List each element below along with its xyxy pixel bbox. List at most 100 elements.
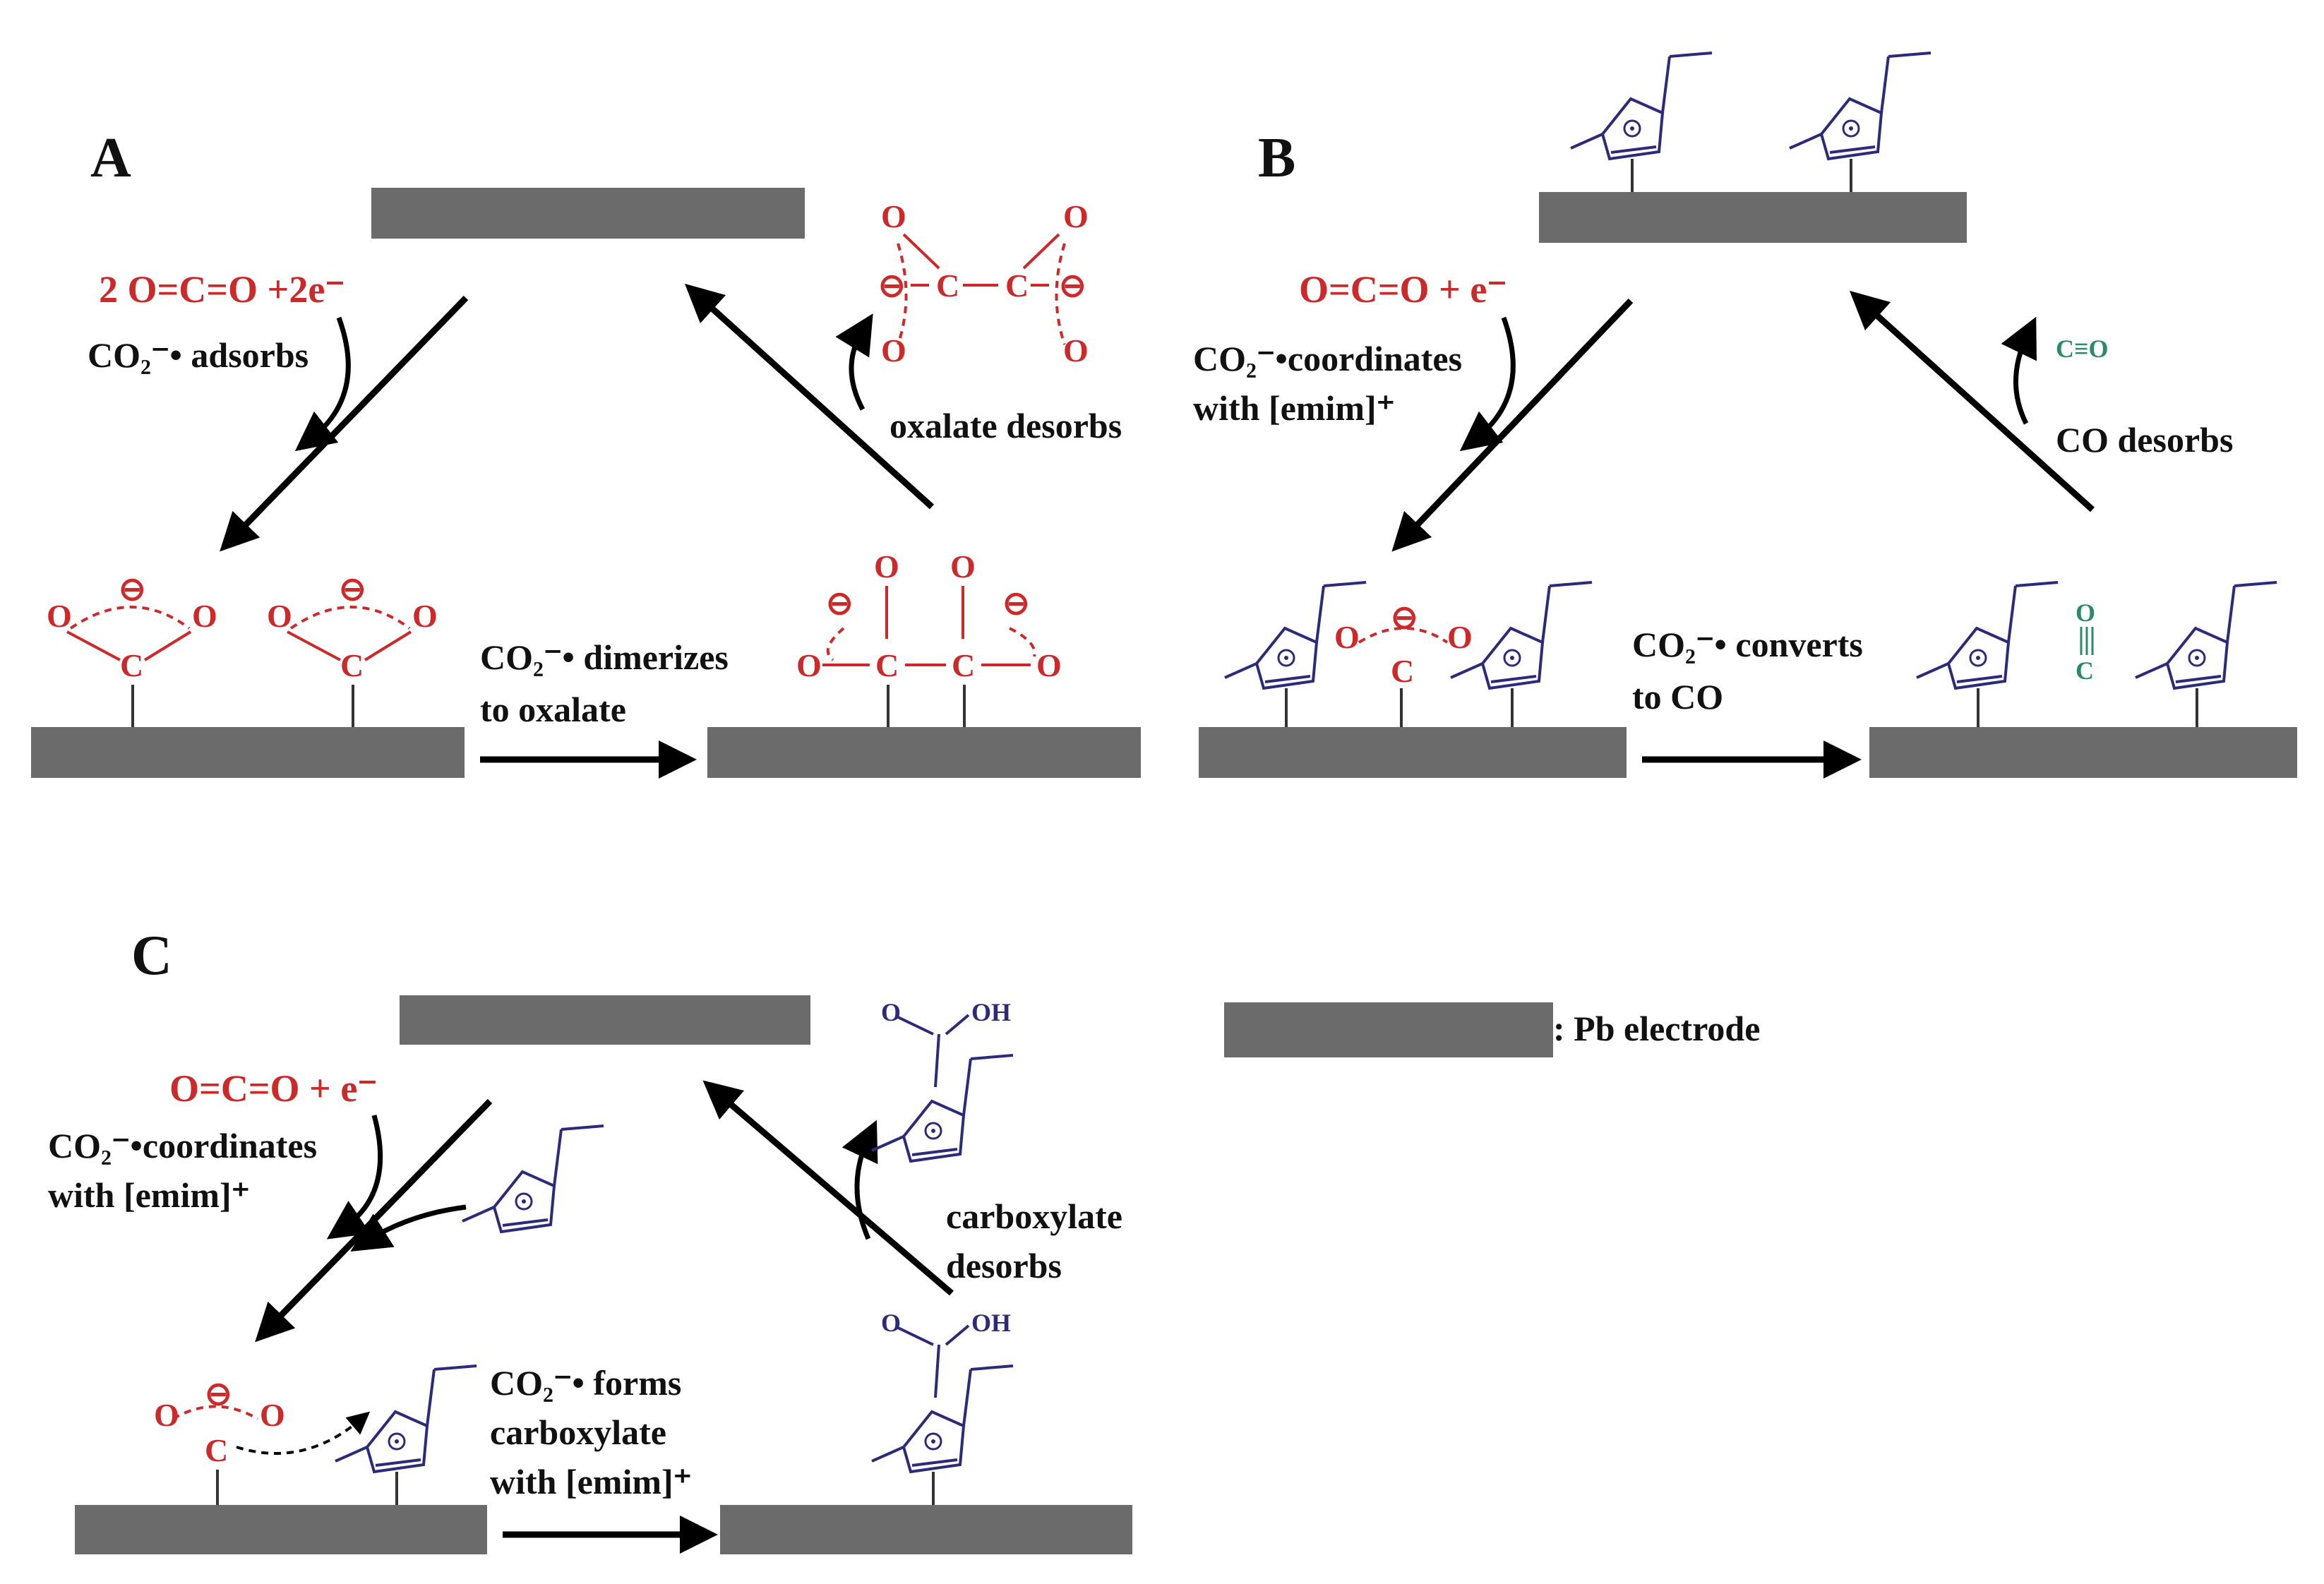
panel-a-label: A [90,127,131,189]
b-adsorbed-co: O C [2076,599,2095,685]
electrode-b-left [1199,727,1627,778]
svg-text:O: O [881,998,901,1026]
b-step1-line1: CO₂⁻•coordinates [1193,339,1462,378]
svg-text:O: O [1063,332,1089,368]
panel-b: B O=C=O + e⁻ CO₂⁻•coordinates with [emim… [1193,52,2297,779]
c-curved-arrow-in [326,1115,383,1240]
a-free-oxalate: O O O O C C ⊖ ⊖ [878,198,1089,368]
c-arrow-up [702,1080,954,1296]
svg-text:O: O [1447,619,1473,655]
c-curved-arrow-out [841,1120,878,1240]
c-step1-line1: CO₂⁻•coordinates [48,1126,317,1165]
c-step3-line1: carboxylate [946,1196,1122,1236]
electrode-c-left [75,1505,487,1554]
svg-text:O: O [1036,647,1062,683]
svg-text:⊖: ⊖ [119,571,146,607]
svg-text:C: C [2076,656,2094,685]
svg-text:O: O [881,1309,901,1337]
b-emim-right-2 [2134,581,2278,690]
c-step1-line2: with [emim]⁺ [48,1175,250,1215]
b-curved-arrow-in [1459,316,1516,452]
a-step1-label: CO₂⁻• adsorbs [88,335,309,375]
b-step3-label: CO desorbs [2056,420,2233,460]
panel-c-label: C [131,925,172,987]
b-curved-arrow-out [2001,316,2037,425]
b-product-co: C≡O [2056,335,2109,363]
svg-text:C: C [1005,268,1029,304]
c-curved-arrow-emim [350,1204,467,1252]
svg-text:O: O [154,1397,179,1433]
svg-text:⊖: ⊖ [826,585,853,621]
svg-text:C: C [936,268,959,304]
svg-text:O: O [1063,198,1089,234]
b-emim-right-1 [1915,581,2059,690]
a-arrow-up [684,283,935,510]
electrode-c-right [720,1505,1132,1554]
svg-text:C: C [340,647,364,683]
svg-text:O: O [192,598,217,634]
svg-text:⊖: ⊖ [878,268,906,304]
b-emim-top-1 [1569,52,1713,160]
c-step2-line3: with [emim]⁺ [490,1462,692,1501]
a-curved-arrow-in [294,316,351,452]
electrode-b-top [1539,192,1967,243]
svg-text:O: O [260,1397,285,1433]
electrode-a-left [31,727,465,778]
c-step3-line2: desorbs [946,1246,1062,1285]
a-adsorbed-co2-2: O O C ⊖ [267,571,438,727]
panel-c: C O=C=O + e⁻ CO₂⁻•coordinates with [emim… [48,925,1132,1554]
electrode-a-top [371,188,805,239]
c-free-carboxylate: O OH [870,998,1014,1163]
svg-text:O: O [412,598,438,634]
svg-text:O: O [267,598,292,634]
a-step2-line1: CO₂⁻• dimerizes [480,637,729,677]
a-curved-arrow-out [835,313,873,411]
b-step1-line2: with [emim]⁺ [1193,388,1395,428]
c-adsorbed-co2: O O C ⊖ [154,1376,371,1505]
svg-text:C: C [952,647,975,683]
svg-text:OH: OH [971,1309,1011,1337]
svg-text:O: O [796,647,822,683]
svg-text:C: C [205,1432,228,1468]
b-arrow-down [1391,298,1634,552]
c-step2-line2: carboxylate [490,1412,666,1452]
electrode-b-right [1869,727,2297,778]
svg-text:O: O [950,548,976,584]
a-adsorbed-oxalate: O O O C C O ⊖ ⊖ [796,548,1062,727]
svg-text:⊖: ⊖ [1059,268,1086,304]
electrode-c-top [400,995,810,1045]
a-step3-label: oxalate desorbs [890,406,1122,445]
a-step2-line2: to oxalate [480,690,626,729]
b-step2-line2: to CO [1632,677,1723,716]
b-emim-top-2 [1788,52,1932,160]
a-adsorbed-co2-1: O O C ⊖ [47,571,217,727]
b-step2-line1: CO₂⁻• converts [1632,625,1863,664]
svg-text:O: O [1334,619,1360,655]
svg-text:⊖: ⊖ [1002,585,1030,621]
c-emim-adsorbed [334,1364,478,1473]
svg-text:C: C [120,647,143,683]
legend-electrode-swatch [1224,1002,1553,1057]
a-reactant: 2 O=C=O +2e⁻ [99,268,345,311]
b-arrow-up [1849,290,2095,512]
panel-a: A 2 O=C=O +2e⁻ CO₂⁻• adsorbs O O C ⊖ O O… [31,127,1141,779]
b-reactant: O=C=O + e⁻ [1299,268,1507,311]
c-adsorbed-carboxylate: O OH [870,1309,1014,1505]
svg-text:C: C [875,647,899,683]
svg-text:O: O [881,332,906,368]
electrode-a-right [707,727,1141,778]
svg-text:⊖: ⊖ [339,571,366,607]
svg-text:O: O [881,198,906,234]
legend-label: : Pb electrode [1553,1009,1760,1048]
c-free-emim [461,1124,605,1233]
panel-b-label: B [1258,127,1295,189]
legend: : Pb electrode [1224,1002,1760,1057]
c-reactant: O=C=O + e⁻ [169,1067,378,1110]
c-step2-line1: CO₂⁻• forms [490,1363,681,1403]
svg-text:O: O [47,598,72,634]
svg-text:C: C [1391,653,1414,689]
svg-text:OH: OH [971,998,1011,1026]
svg-text:O: O [874,548,899,584]
